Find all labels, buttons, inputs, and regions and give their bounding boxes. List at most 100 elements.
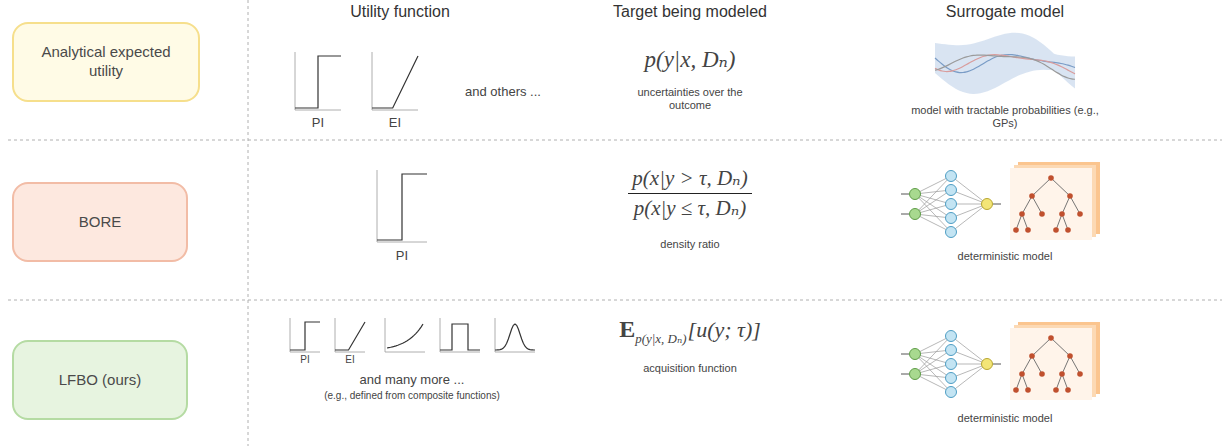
nn-output-line <box>993 204 1001 205</box>
nn-input-node <box>910 349 921 360</box>
utility-curve <box>440 324 480 350</box>
plot-axis <box>295 52 341 110</box>
tree-node <box>1029 193 1035 199</box>
nn-input-line <box>901 354 909 355</box>
row-method-box: LFBO (ours) <box>12 340 188 420</box>
caption: acquisition function <box>643 362 737 375</box>
tree-node <box>1077 211 1083 217</box>
column-header: Utility function <box>350 2 450 21</box>
plot-axis <box>495 318 535 352</box>
tree-node <box>1065 227 1071 233</box>
gp-illustration <box>935 33 1075 94</box>
nn-hidden-node <box>946 387 957 398</box>
formula: [u(y; τ)] <box>688 317 761 343</box>
nn-input-node <box>910 189 921 200</box>
caption: deterministic model <box>958 412 1053 425</box>
utility-curve <box>387 324 423 348</box>
tree-branch <box>1051 338 1070 356</box>
plot-label: EI <box>389 115 401 131</box>
tree-node <box>1019 211 1025 217</box>
tree-branch <box>1022 356 1032 374</box>
tree-branch <box>1022 196 1032 214</box>
formula: p(y|x, Dₙ) <box>580 46 800 74</box>
tree-ensemble-illustration <box>1010 322 1100 400</box>
caption: uncertainties over the outcome <box>625 86 755 112</box>
nn-hidden-node <box>946 185 957 196</box>
tree-branch <box>1032 178 1051 196</box>
row-method-box: BORE <box>12 182 188 262</box>
plot-label: EI <box>345 354 354 366</box>
tree-branch <box>1032 196 1042 214</box>
nn-hidden-node <box>946 373 957 384</box>
tree-node <box>1019 371 1025 377</box>
neural-net-illustration <box>901 171 1001 238</box>
utility-plot <box>372 52 418 110</box>
tree-node <box>1077 371 1083 377</box>
plot-axis <box>335 318 365 352</box>
plot-axis <box>385 318 425 352</box>
tree-node <box>1013 387 1019 393</box>
nn-output-line <box>993 364 1001 365</box>
horizontal-separator <box>8 140 1222 141</box>
vertical-separator <box>248 0 249 446</box>
plot-label: PI <box>312 115 324 131</box>
plot-note: (e.g., defined from composite functions) <box>282 390 542 402</box>
utility-plot <box>295 52 341 110</box>
nn-hidden-node <box>946 331 957 342</box>
formula: Ep(y|x, Dₙ)[u(y; τ)] <box>619 316 761 343</box>
tree-branch <box>1051 178 1070 196</box>
utility-curve <box>295 56 341 108</box>
tree-node <box>1048 175 1054 181</box>
formula-subscript: p(y|x, Dₙ) <box>635 331 686 347</box>
nn-hidden-node <box>946 359 957 370</box>
utility-curve <box>372 56 418 108</box>
plot-axis <box>290 318 320 352</box>
caption: deterministic model <box>958 250 1053 263</box>
tree-node <box>1053 387 1059 393</box>
utility-plot <box>290 318 320 352</box>
plot-note: and others ... <box>465 84 541 100</box>
nn-output-node <box>982 359 993 370</box>
tree-node <box>1067 353 1073 359</box>
tree-branch <box>1062 196 1070 214</box>
nn-output-node <box>982 199 993 210</box>
neural-net-illustration <box>901 331 1001 398</box>
row-method-box: Analytical expected utility <box>12 22 200 102</box>
nn-input-line <box>901 214 909 215</box>
method-name: BORE <box>69 213 132 232</box>
tree-node <box>1053 227 1059 233</box>
plot-label: PI <box>396 248 408 264</box>
tree-card <box>1010 168 1092 240</box>
caption: density ratio <box>660 238 719 251</box>
plot-axis <box>440 318 480 352</box>
utility-plot <box>335 318 365 352</box>
column-header: Surrogate model <box>946 2 1064 21</box>
tree-ensemble-illustration <box>1010 162 1100 240</box>
gp-sample <box>935 55 1075 79</box>
nn-hidden-node <box>946 199 957 210</box>
tree-branch <box>1032 338 1051 356</box>
utility-plot <box>495 318 535 352</box>
plot-label: PI <box>300 354 309 366</box>
nn-input-line <box>901 374 909 375</box>
horizontal-separator <box>8 300 1222 301</box>
tree-branch <box>1070 196 1080 214</box>
separators <box>8 0 1222 446</box>
tree-branch <box>1070 356 1080 374</box>
utility-plot <box>385 318 425 352</box>
tree-node <box>1025 227 1031 233</box>
caption: model with tractable probabilities (e.g.… <box>910 104 1100 130</box>
utility-curve <box>495 324 535 350</box>
gp-band <box>935 33 1075 94</box>
column-header: Target being modeled <box>613 2 767 21</box>
nn-hidden-node <box>946 171 957 182</box>
nn-hidden-node <box>946 227 957 238</box>
tree-node <box>1013 227 1019 233</box>
tree-branch <box>1032 356 1042 374</box>
plot-axis <box>377 170 427 242</box>
utility-curve <box>377 174 427 240</box>
utility-curve <box>335 322 365 350</box>
tree-card <box>1010 328 1092 400</box>
formula-numerator: p(x|y > τ, Dₙ) <box>628 166 751 194</box>
nn-input-line <box>901 194 909 195</box>
